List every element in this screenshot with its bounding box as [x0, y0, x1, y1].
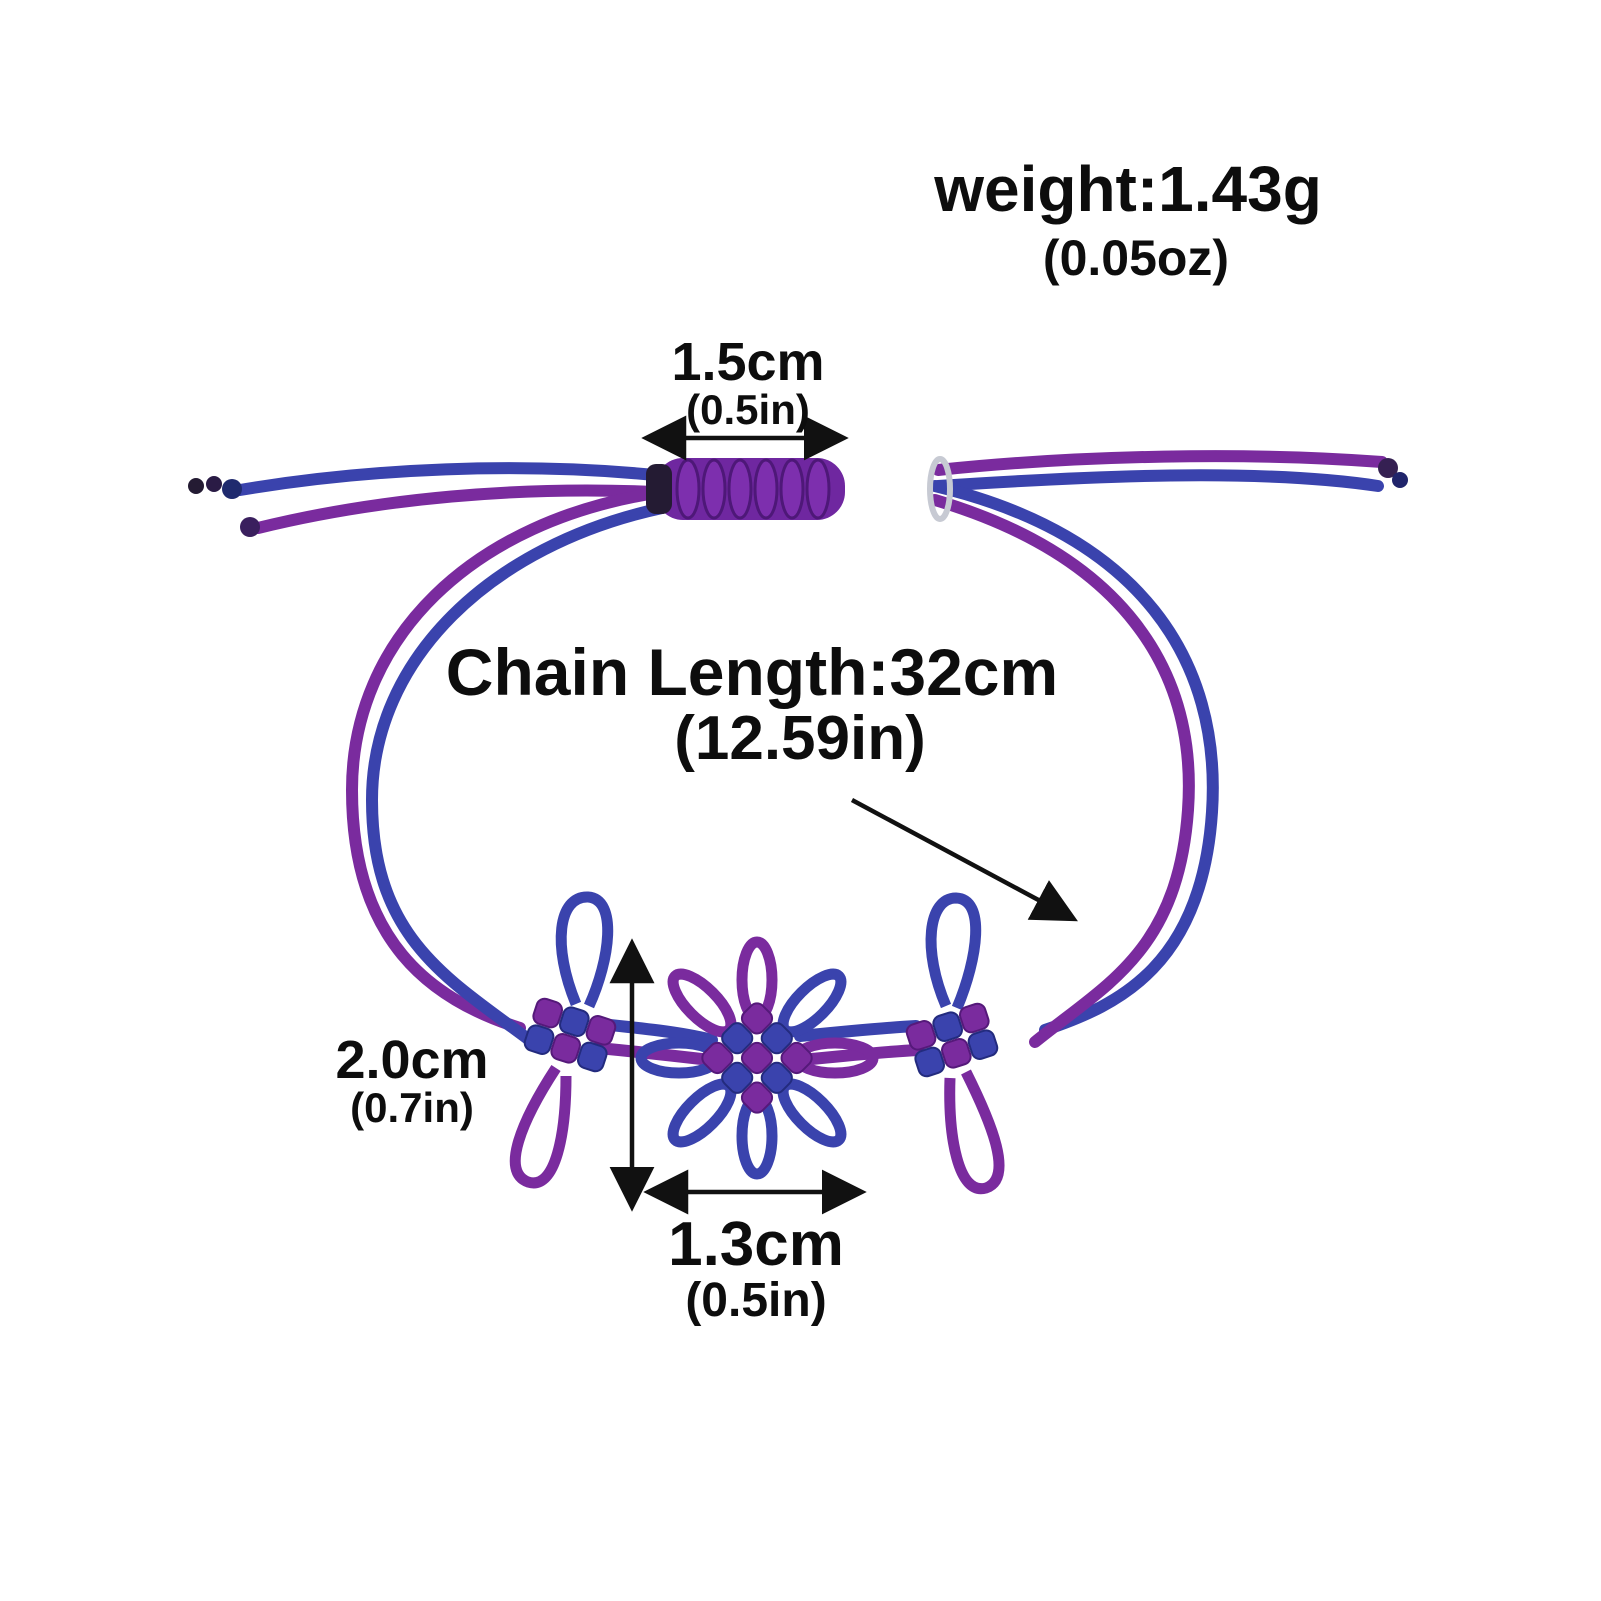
- weight-alt-label: (0.05oz): [1042, 230, 1230, 286]
- chain-length-pointer-arrow: [850, 798, 1078, 922]
- right-knot: [905, 892, 1005, 1195]
- knot-height-label: 2.0cm: [335, 1030, 489, 1090]
- chain-length-alt-label: (12.59in): [674, 704, 926, 773]
- chain-length-label: Chain Length:32cm: [445, 635, 1059, 709]
- knot-height-alt-label: (0.7in): [350, 1084, 474, 1131]
- right-tail-cords: [932, 450, 1408, 492]
- left-loop-cords: [345, 486, 668, 1048]
- silver-ring: [927, 456, 953, 522]
- right-loop-cords: [929, 480, 1219, 1048]
- knot-width-label: 1.3cm: [668, 1210, 844, 1279]
- left-tail-cords: [188, 462, 661, 537]
- braided-slider: [646, 456, 953, 522]
- slider-dark-bead: [646, 464, 672, 514]
- slider-width-alt-label: (0.5in): [686, 386, 810, 433]
- knot-width-alt-label: (0.5in): [685, 1274, 827, 1327]
- left-knot: [509, 891, 617, 1189]
- weight-label: weight:1.43g: [934, 153, 1322, 225]
- slider-width-label: 1.5cm: [671, 332, 825, 392]
